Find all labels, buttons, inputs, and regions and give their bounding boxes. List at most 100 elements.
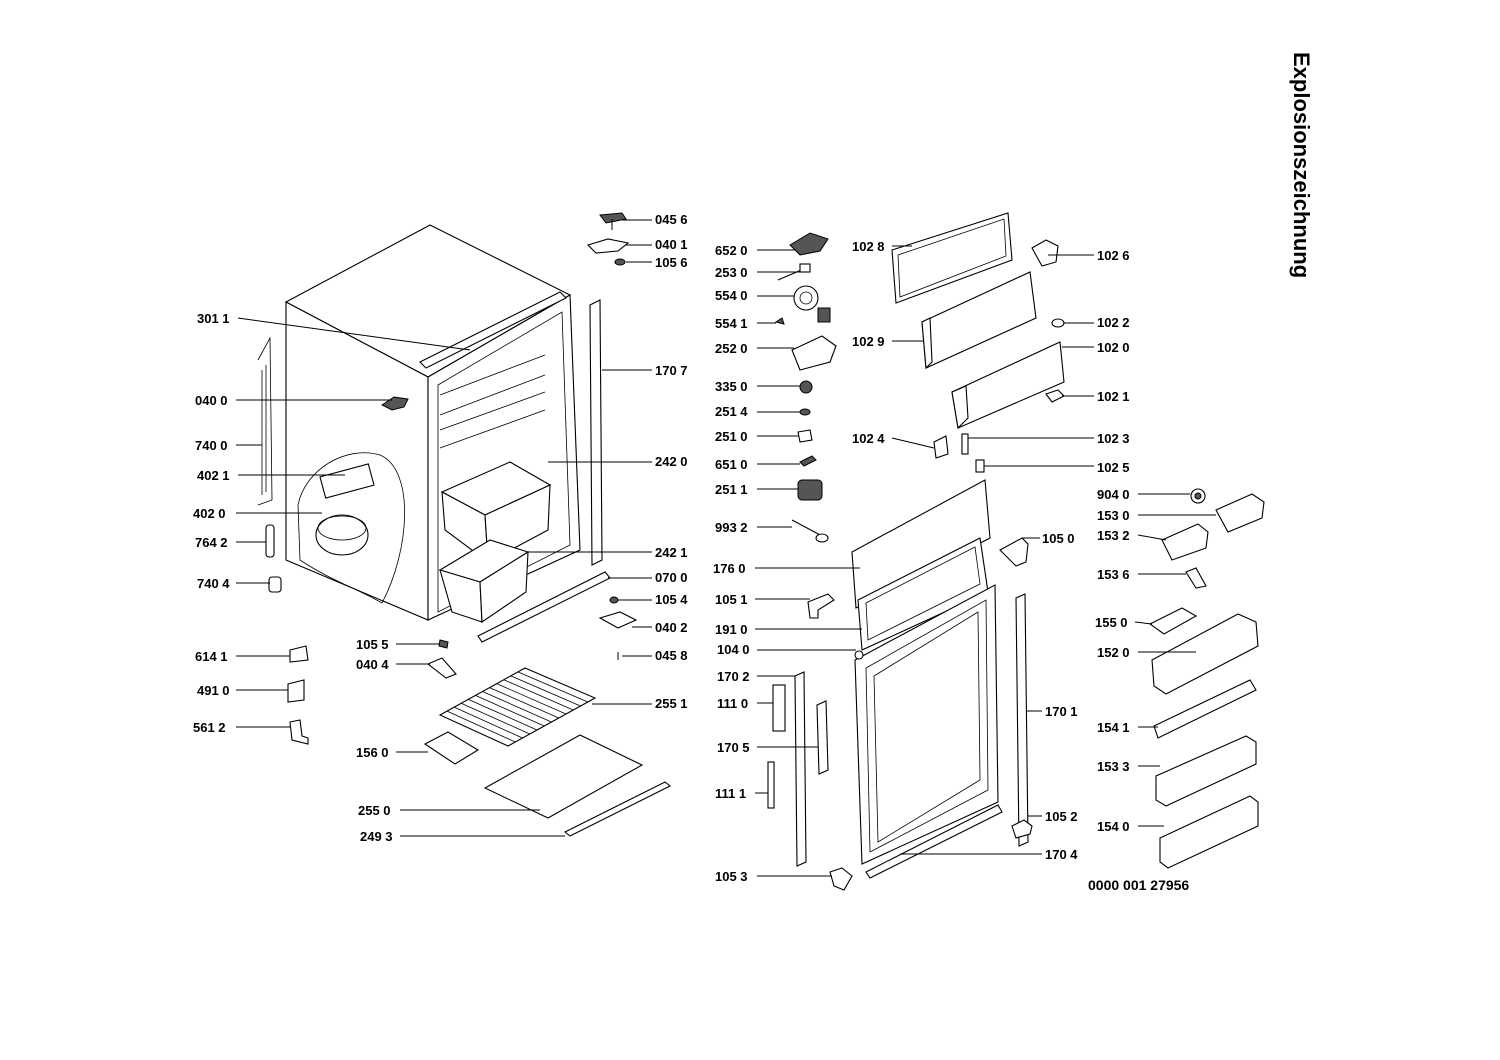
callout-2420: 242 0 <box>548 454 688 469</box>
callout-4021: 402 1 <box>197 468 345 483</box>
callout-label: 105 3 <box>715 869 748 884</box>
callout-label: 104 0 <box>717 642 750 657</box>
callout-label: 651 0 <box>715 457 748 472</box>
callout-label: 102 2 <box>1097 315 1130 330</box>
callout-label: 040 2 <box>655 620 688 635</box>
callout-1540: 154 0 <box>1097 819 1164 834</box>
callout-label: 102 1 <box>1097 389 1130 404</box>
callout-2493: 249 3 <box>360 829 565 844</box>
callout-2550: 255 0 <box>358 803 540 818</box>
lower-cabinet-parts <box>287 571 672 837</box>
callout-label: 614 1 <box>195 649 228 664</box>
callout-1021: 102 1 <box>1062 389 1130 404</box>
diagram-title: Explosionszeichnung <box>1289 52 1314 278</box>
callout-1702: 170 2 <box>717 669 796 684</box>
callout-label: 191 0 <box>715 622 748 637</box>
callout-7404: 740 4 <box>197 576 270 591</box>
thermostat-and-light-parts <box>774 232 837 543</box>
callout-1533: 153 3 <box>1097 759 1160 774</box>
callout-label: 740 4 <box>197 576 230 591</box>
callout-0401: 040 1 <box>625 237 688 252</box>
callout-label: 111 0 <box>717 696 748 711</box>
callout-label: 105 1 <box>715 592 748 607</box>
callout-1055: 105 5 <box>356 637 440 652</box>
callout-label: 251 0 <box>715 429 748 444</box>
callout-1056: 105 6 <box>626 255 688 270</box>
callout-labels: 045 6 040 1 105 6 301 1 170 7 040 0 740 0 402 1… <box>193 212 1216 884</box>
callout-0456: 045 6 <box>622 212 688 227</box>
callout-1022: 102 2 <box>1064 315 1130 330</box>
callout-label: 102 8 <box>852 239 885 254</box>
callout-label: 170 4 <box>1045 847 1078 862</box>
callout-label: 251 1 <box>715 482 748 497</box>
callout-1704: 170 4 <box>900 847 1078 862</box>
callout-label: 170 5 <box>717 740 750 755</box>
callout-label: 153 2 <box>1097 528 1130 543</box>
callout-label: 152 0 <box>1097 645 1130 660</box>
callout-label: 740 0 <box>195 438 228 453</box>
callout-1707: 170 7 <box>602 363 688 378</box>
callout-1111: 111 1 <box>715 786 768 801</box>
freezer-door-parts <box>891 212 1065 473</box>
callout-1024: 102 4 <box>852 431 935 449</box>
callout-3011: 301 1 <box>197 311 471 351</box>
callout-label: 993 2 <box>715 520 748 535</box>
callout-1760: 176 0 <box>713 561 860 576</box>
callout-1026: 102 6 <box>1048 248 1130 263</box>
callout-label: 102 3 <box>1097 431 1130 446</box>
callout-7400: 740 0 <box>195 438 262 453</box>
callout-label: 335 0 <box>715 379 748 394</box>
callout-label: 111 1 <box>715 786 746 801</box>
callout-label: 170 7 <box>655 363 688 378</box>
callout-label: 554 1 <box>715 316 748 331</box>
callout-5612: 561 2 <box>193 720 290 735</box>
callout-1020: 102 0 <box>1062 340 1130 355</box>
callout-1052: 105 2 <box>1028 809 1078 824</box>
callout-label: 253 0 <box>715 265 748 280</box>
callout-6510: 651 0 <box>715 457 800 472</box>
callout-label: 153 3 <box>1097 759 1130 774</box>
callout-1050: 105 0 <box>1022 531 1075 546</box>
callout-1110: 111 0 <box>717 696 773 711</box>
callout-0404: 040 4 <box>356 657 430 672</box>
callout-1025: 102 5 <box>984 460 1130 475</box>
callout-2514: 251 4 <box>715 404 800 419</box>
callout-2520: 252 0 <box>715 341 794 356</box>
callout-label: 102 0 <box>1097 340 1130 355</box>
callout-9932: 993 2 <box>715 520 792 535</box>
leader-line <box>891 437 935 449</box>
callout-2421: 242 1 <box>526 545 688 560</box>
callout-label: 105 6 <box>655 255 688 270</box>
callout-1040: 104 0 <box>717 642 856 657</box>
callout-label: 045 8 <box>655 648 688 663</box>
callout-1520: 152 0 <box>1097 645 1196 660</box>
callout-label: 904 0 <box>1097 487 1130 502</box>
callout-1532: 153 2 <box>1097 528 1167 543</box>
callout-label: 252 0 <box>715 341 748 356</box>
callout-label: 242 0 <box>655 454 688 469</box>
callout-0700: 070 0 <box>608 570 688 585</box>
callout-0400: 040 0 <box>195 393 392 408</box>
callout-label: 491 0 <box>197 683 230 698</box>
callout-3350: 335 0 <box>715 379 800 394</box>
callout-1536: 153 6 <box>1097 567 1186 582</box>
callout-1029: 102 9 <box>852 334 924 349</box>
callout-label: 176 0 <box>713 561 746 576</box>
callout-label: 402 0 <box>193 506 226 521</box>
callout-label: 045 6 <box>655 212 688 227</box>
callout-label: 301 1 <box>197 311 230 326</box>
leader-line <box>237 317 471 351</box>
callout-label: 154 1 <box>1097 720 1130 735</box>
callout-label: 040 1 <box>655 237 688 252</box>
callout-label: 102 9 <box>852 334 885 349</box>
callout-label: 105 0 <box>1042 531 1075 546</box>
callout-label: 105 5 <box>356 637 389 652</box>
top-hinge-parts <box>586 212 630 266</box>
callout-label: 105 2 <box>1045 809 1078 824</box>
callout-4910: 491 0 <box>197 683 288 698</box>
callout-label: 105 4 <box>655 592 688 607</box>
callout-label: 249 3 <box>360 829 393 844</box>
callout-7642: 764 2 <box>195 535 266 550</box>
callout-1028: 102 8 <box>852 239 912 254</box>
callout-1530: 153 0 <box>1097 508 1216 523</box>
